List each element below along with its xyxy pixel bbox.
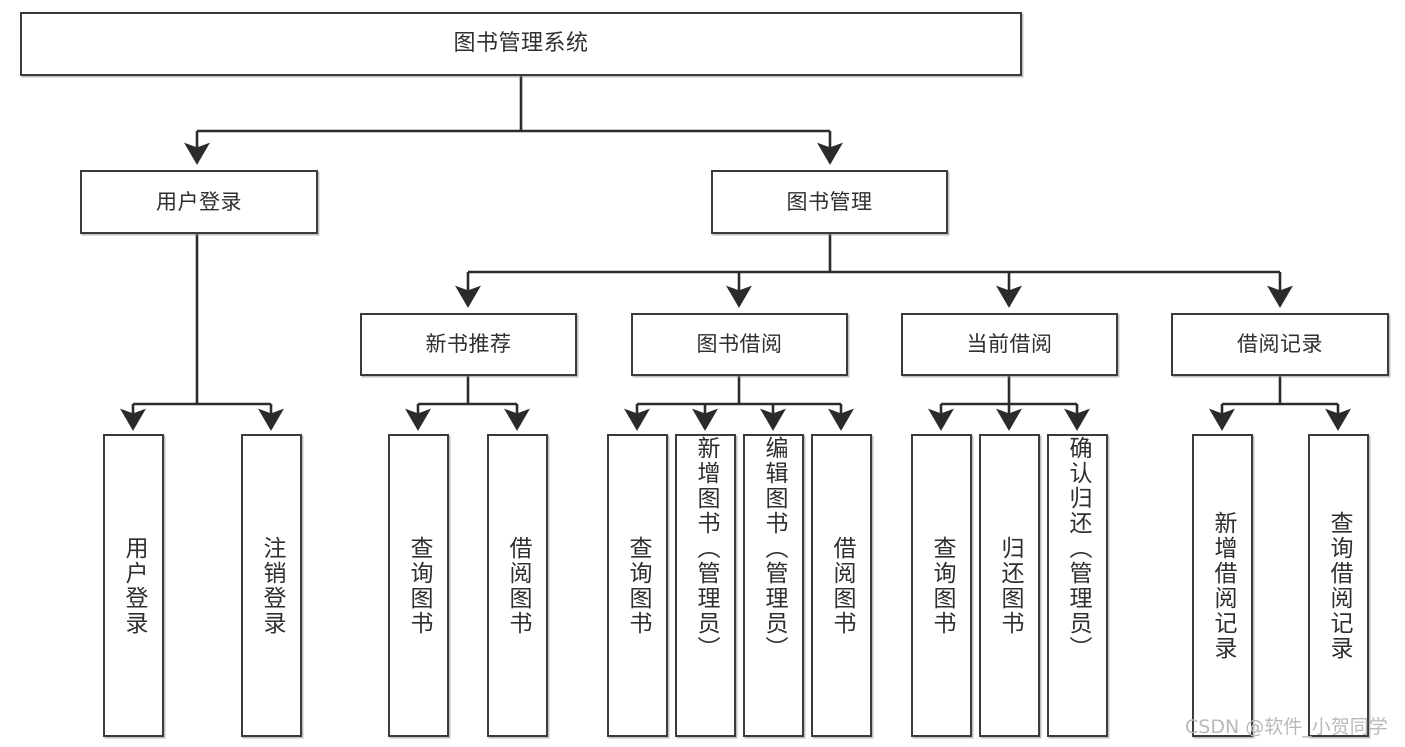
node-user-login-label: 用户登录 bbox=[156, 189, 242, 214]
node-leaf-edit-book-admin-label: 编辑图书（管理员） bbox=[761, 436, 787, 661]
node-leaf-query-record-label: 查询借阅记录 bbox=[1326, 510, 1352, 661]
watermark-text: CSDN @软件_小贺同学 bbox=[1185, 716, 1388, 738]
node-borrow-record[interactable]: 借阅记录 bbox=[1171, 313, 1389, 376]
node-leaf-logout-label: 注销登录 bbox=[259, 535, 285, 636]
node-leaf-user-login-label: 用户登录 bbox=[121, 535, 147, 636]
node-leaf-query-book-2-label: 查询图书 bbox=[625, 535, 651, 636]
node-leaf-query-record[interactable]: 查询借阅记录 bbox=[1308, 434, 1369, 737]
node-book-borrow-label: 图书借阅 bbox=[696, 332, 783, 357]
node-leaf-edit-book-admin[interactable]: 编辑图书（管理员） bbox=[743, 434, 804, 737]
node-leaf-borrow-book-1-label: 借阅图书 bbox=[505, 535, 531, 636]
node-leaf-borrow-book-1[interactable]: 借阅图书 bbox=[487, 434, 548, 737]
node-user-login[interactable]: 用户登录 bbox=[80, 170, 318, 234]
node-leaf-add-record-label: 新增借阅记录 bbox=[1210, 510, 1236, 661]
node-leaf-query-book-1-label: 查询图书 bbox=[406, 535, 432, 636]
node-leaf-confirm-return-admin[interactable]: 确认归还（管理员） bbox=[1047, 434, 1108, 737]
node-leaf-logout[interactable]: 注销登录 bbox=[241, 434, 302, 737]
node-leaf-return-book[interactable]: 归还图书 bbox=[979, 434, 1040, 737]
node-borrow-record-label: 借阅记录 bbox=[1237, 332, 1323, 357]
node-current-borrow[interactable]: 当前借阅 bbox=[901, 313, 1118, 376]
node-book-manage-label: 图书管理 bbox=[786, 189, 873, 214]
node-leaf-user-login[interactable]: 用户登录 bbox=[103, 434, 164, 737]
node-leaf-add-record[interactable]: 新增借阅记录 bbox=[1192, 434, 1253, 737]
node-new-book-recommend-label: 新书推荐 bbox=[425, 332, 512, 357]
node-leaf-query-book-2[interactable]: 查询图书 bbox=[607, 434, 668, 737]
node-leaf-confirm-return-admin-label: 确认归还（管理员） bbox=[1065, 436, 1091, 661]
node-leaf-query-book-3[interactable]: 查询图书 bbox=[911, 434, 972, 737]
node-root[interactable]: 图书管理系统 bbox=[20, 12, 1022, 76]
node-leaf-add-book-admin-label: 新增图书（管理员） bbox=[693, 436, 719, 661]
node-root-label: 图书管理系统 bbox=[453, 31, 589, 57]
node-leaf-borrow-book-2-label: 借阅图书 bbox=[829, 535, 855, 636]
node-new-book-recommend[interactable]: 新书推荐 bbox=[360, 313, 577, 376]
node-leaf-query-book-3-label: 查询图书 bbox=[929, 535, 955, 636]
node-book-borrow[interactable]: 图书借阅 bbox=[631, 313, 848, 376]
node-book-manage[interactable]: 图书管理 bbox=[711, 170, 948, 234]
node-leaf-add-book-admin[interactable]: 新增图书（管理员） bbox=[675, 434, 736, 737]
node-leaf-borrow-book-2[interactable]: 借阅图书 bbox=[811, 434, 872, 737]
node-leaf-return-book-label: 归还图书 bbox=[997, 535, 1023, 636]
node-leaf-query-book-1[interactable]: 查询图书 bbox=[388, 434, 449, 737]
node-current-borrow-label: 当前借阅 bbox=[966, 332, 1053, 357]
